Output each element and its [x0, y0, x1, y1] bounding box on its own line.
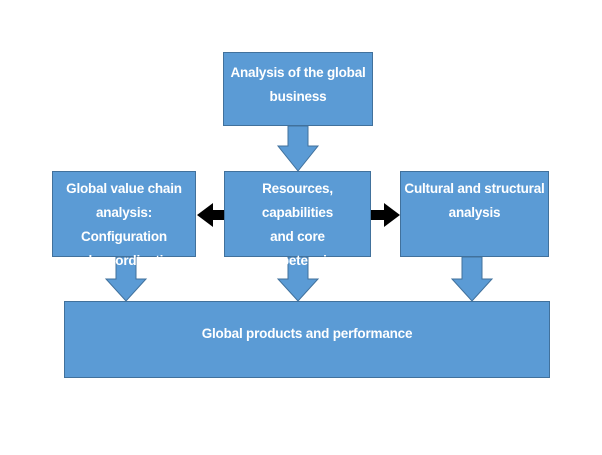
global-products-performance-box: Global products and performance — [64, 301, 550, 378]
global-value-chain-line2: analysis: Configuration — [81, 205, 167, 244]
cultural-structural-box: Cultural and structural analysis — [400, 171, 549, 257]
analysis-global-business-box: Analysis of the global business — [223, 52, 373, 126]
cultural-structural-line2: analysis — [448, 205, 501, 220]
cultural-structural-line1: Cultural and structural — [404, 181, 545, 196]
arrow-down-right-to-bottom — [450, 256, 494, 302]
arrow-left-center-to-left — [197, 203, 224, 227]
resources-capabilities-line1: Resources, capabilities — [261, 181, 334, 220]
arrow-down-center-to-bottom — [276, 256, 320, 302]
arrow-down-left-to-bottom — [104, 256, 148, 302]
global-value-chain-line1: Global value chain — [66, 181, 182, 196]
global-products-performance-label: Global products and performance — [201, 326, 413, 341]
global-value-chain-box: Global value chain analysis: Configurati… — [52, 171, 196, 268]
arrow-down-top-to-center — [276, 125, 320, 172]
resources-capabilities-box: Resources, capabilities and core compete… — [224, 171, 371, 268]
global-value-chain-line3: and co-ordination — [68, 253, 180, 268]
resources-capabilities-line2: and core competencies — [253, 229, 342, 268]
arrow-right-center-to-right — [371, 203, 400, 227]
analysis-global-business-line1: Analysis of the global — [230, 65, 366, 80]
analysis-global-business-line2: business — [269, 89, 327, 104]
